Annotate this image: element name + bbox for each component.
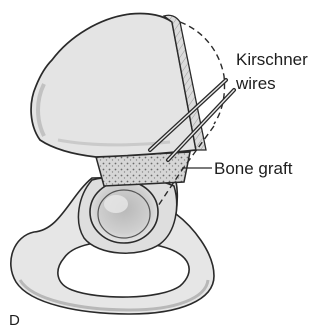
bone-graft-label: Bone graft — [214, 159, 292, 178]
panel-letter: D — [9, 311, 20, 330]
kirschner-wires-label-line2: wires — [236, 74, 276, 93]
iliac-wing — [31, 13, 196, 157]
kirschner-wires-label: Kirschner — [236, 50, 308, 69]
socket-highlight — [104, 195, 128, 213]
